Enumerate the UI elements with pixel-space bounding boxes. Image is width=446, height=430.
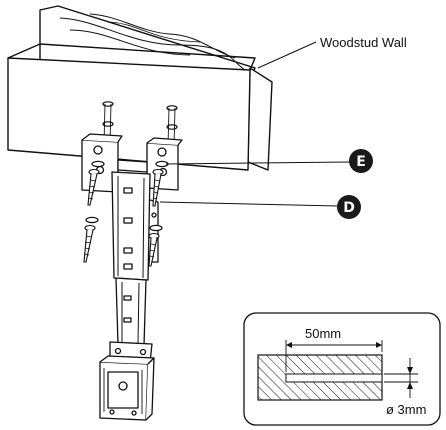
wall-label: Woodstud Wall xyxy=(320,35,407,50)
mount-assembly xyxy=(81,133,183,421)
badge-d xyxy=(337,195,361,219)
wall-callout: Woodstud Wall xyxy=(257,35,407,69)
drill-detail-inset: 50mm ø 3mm xyxy=(243,312,441,426)
woodstud-wall xyxy=(7,5,273,171)
badge-e xyxy=(349,149,373,173)
callout-d: D xyxy=(159,195,361,219)
lag-screw-4 xyxy=(148,232,160,267)
lag-screw-1 xyxy=(87,168,100,206)
callout-e: E xyxy=(165,149,373,173)
diameter-label: ø 3mm xyxy=(386,402,426,417)
badge-d-label: D xyxy=(343,200,355,216)
washers xyxy=(85,160,169,232)
lag-screw-3 xyxy=(83,224,96,263)
lag-screws xyxy=(83,168,164,267)
lag-screw-2 xyxy=(152,168,164,207)
badge-e-label: E xyxy=(356,154,366,170)
depth-label: 50mm xyxy=(305,326,341,341)
